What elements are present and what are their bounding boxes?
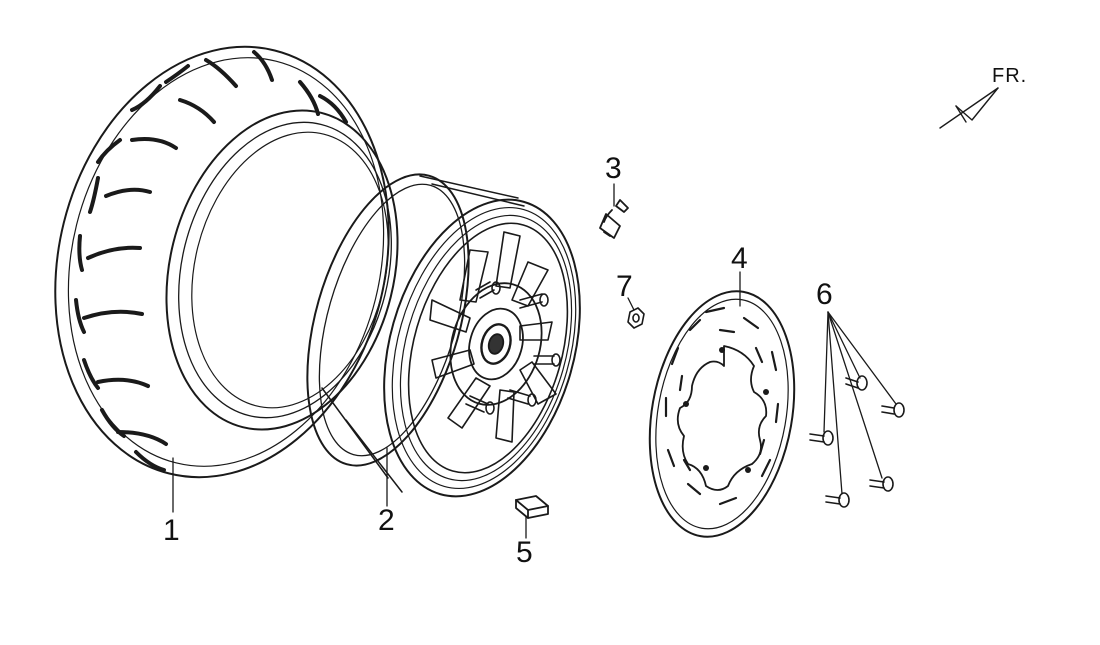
- callout-6: 6: [816, 278, 833, 311]
- valve-stem: [599, 199, 629, 239]
- bolt: [825, 492, 850, 508]
- disc-bolts: [809, 375, 905, 508]
- callout-4: 4: [731, 242, 748, 275]
- disc-slots: [664, 306, 780, 506]
- wheel-rim: [306, 173, 581, 498]
- callout-1: 1: [163, 514, 180, 547]
- bolt: [881, 402, 905, 418]
- brake-disc: [648, 290, 796, 538]
- direction-arrow-icon: [939, 87, 999, 129]
- direction-label: FR.: [992, 65, 1027, 87]
- bolt: [869, 476, 894, 492]
- callout-3: 3: [605, 152, 622, 185]
- callout-5: 5: [516, 536, 533, 569]
- callout-7: 7: [616, 270, 633, 303]
- leader-7: [627, 297, 635, 311]
- tire: [54, 45, 399, 479]
- hub-studs: [465, 281, 561, 415]
- disc-bolt-holes: [683, 347, 769, 473]
- callout-2: 2: [378, 504, 395, 537]
- leader-lines: [172, 183, 897, 539]
- tread-pattern: [74, 50, 348, 472]
- balance-weight: [515, 495, 549, 519]
- callout-labels: 1 2 3 4 5 6 7: [163, 152, 833, 569]
- bolt: [809, 430, 834, 446]
- nut: [627, 307, 645, 329]
- front-direction-indicator: FR.: [939, 65, 1027, 129]
- leader-6: [823, 311, 897, 495]
